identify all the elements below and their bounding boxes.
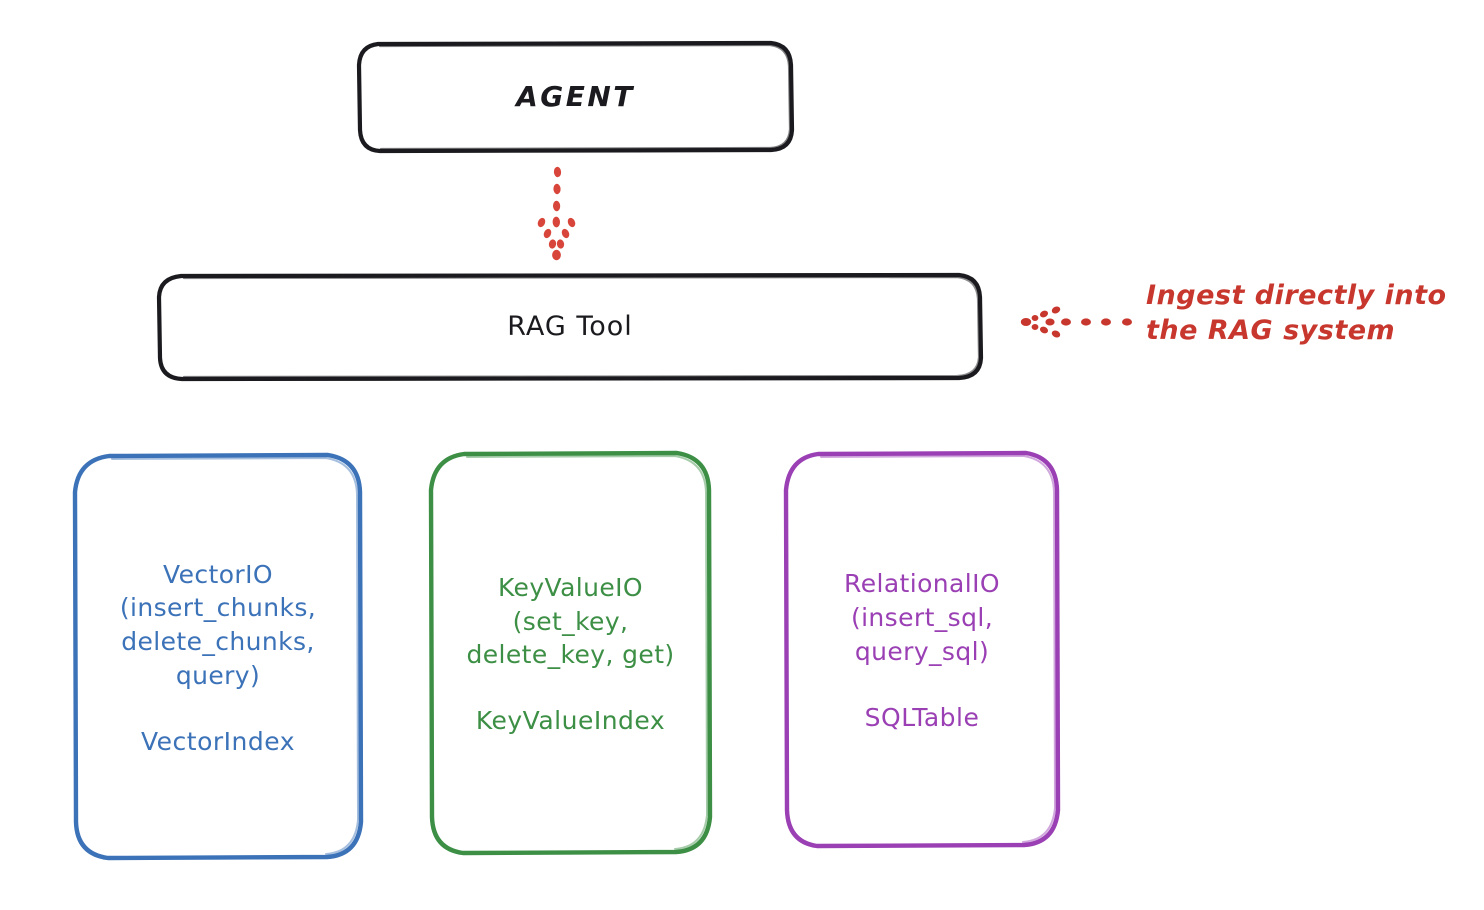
relational-io-label: RelationalIO (insert_sql, query_sql) [844, 569, 1000, 666]
rag-tool-label: RAG Tool [507, 310, 633, 342]
agent-node[interactable]: AGENT [357, 40, 794, 154]
vector-io-node[interactable]: VectorIO (insert_chunks, delete_chunks, … [72, 452, 364, 861]
sql-table-label: SQLTable [864, 702, 980, 732]
ingest-annotation-text: Ingest directly into the RAG system [1146, 280, 1447, 347]
vector-index-label: VectorIndex [141, 726, 295, 756]
connector-agent-to-rag-tool [537, 166, 576, 261]
key-value-io-node[interactable]: KeyValueIO (set_key, delete_key, get) Ke… [428, 450, 713, 856]
vector-io-label: VectorIO (insert_chunks, delete_chunks, … [119, 559, 317, 690]
relational-io-node[interactable]: RelationalIO (insert_sql, query_sql) SQL… [783, 450, 1061, 849]
key-value-io-label: KeyValueIO (set_key, delete_key, get) [466, 572, 675, 670]
key-value-index-label: KeyValueIndex [475, 706, 666, 736]
agent-label: AGENT [516, 80, 635, 114]
connector-ingest-to-rag-tool [1020, 306, 1132, 338]
rag-tool-node[interactable]: RAG Tool [157, 272, 983, 382]
